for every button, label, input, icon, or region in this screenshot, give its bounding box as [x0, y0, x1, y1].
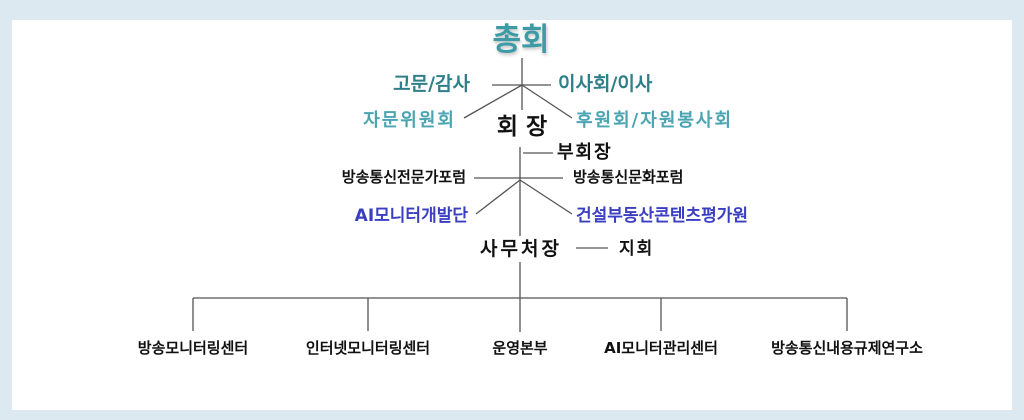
general-assembly: 총회: [492, 22, 550, 58]
line-diag-ai: [475, 179, 521, 215]
branch: 지회: [619, 239, 655, 259]
line-diag-advisory: [463, 84, 523, 119]
department-broadcast-monitoring: 방송모니터링센터: [137, 339, 249, 357]
department-regulation-institute: 방송통신내용규제연구소: [771, 339, 923, 357]
president: 회 장: [496, 114, 548, 140]
construction-content-institute: 건설부동산콘텐츠평가원: [576, 206, 749, 226]
department-operations: 운영본부: [492, 339, 548, 357]
culture-forum: 방송통신문화포럼: [573, 168, 684, 186]
department-ai-monitor-management: AI모니터관리센터: [604, 339, 718, 357]
board-of-directors: 이사회/이사: [558, 73, 653, 95]
line-diag-supporters: [521, 84, 573, 119]
expert-forum: 방송통신전문가포럼: [341, 168, 466, 186]
line-diag-construction: [519, 179, 573, 215]
advisory-committee: 자문위원회: [363, 110, 456, 131]
department-internet-monitoring: 인터넷모니터링센터: [305, 339, 431, 357]
vice-president: 부회장: [557, 142, 613, 163]
supporters-volunteers: 후원회/자원봉사회: [576, 110, 734, 131]
secretary-general: 사무처장: [480, 238, 562, 260]
ai-monitor-dev-group: AI모니터개발단: [354, 206, 468, 226]
advisors-auditors: 고문/감사: [393, 73, 470, 95]
